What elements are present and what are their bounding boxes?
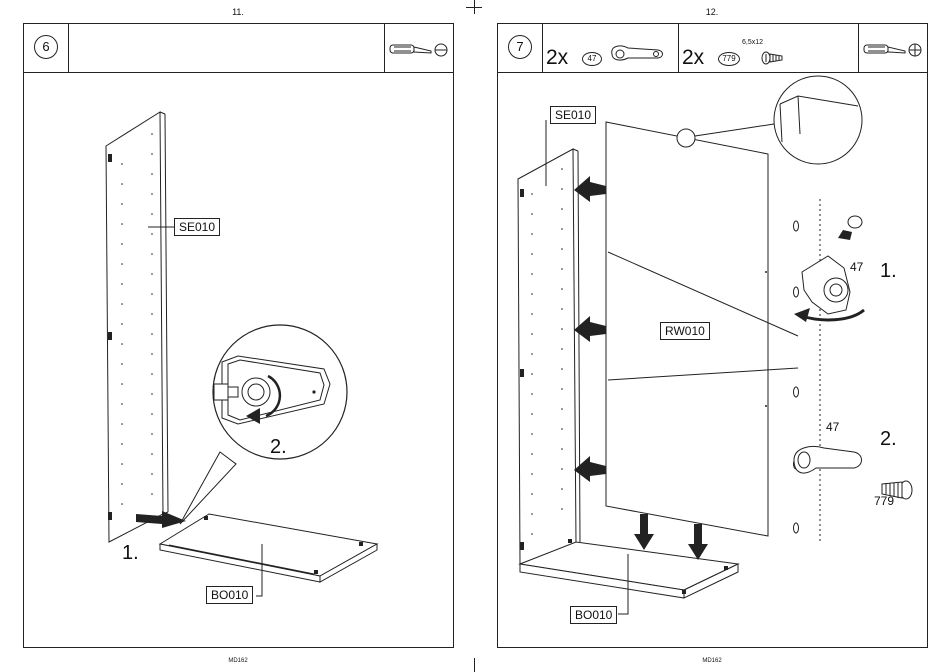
page-number-left: 11. — [218, 7, 258, 17]
page-number-right: 12. — [692, 7, 732, 17]
page-right-frame: 7 2x 47 2x 779 6,5x12 — [497, 23, 928, 648]
callout-1: 1. — [122, 542, 139, 565]
assembly-illustration-step6 — [24, 24, 455, 649]
callout-1: 1. — [880, 260, 897, 283]
label-bo010: BO010 — [570, 606, 617, 624]
callout-2: 2. — [270, 436, 287, 459]
part-number-screw: 779 — [874, 494, 894, 508]
label-se010: SE010 — [174, 218, 220, 236]
footer-left: MD162 — [218, 658, 258, 664]
label-se010: SE010 — [550, 106, 596, 124]
part-number-cam-bottom: 47 — [826, 420, 839, 434]
crop-mark-top-h — [466, 7, 482, 8]
callout-2: 2. — [880, 428, 897, 451]
page-left-frame: 6 — [23, 23, 454, 648]
part-number-cam-top: 47 — [850, 260, 863, 274]
footer-right: MD162 — [692, 658, 732, 664]
detail-magnifier — [180, 325, 347, 524]
label-rw010: RW010 — [660, 322, 710, 340]
cam-detail — [794, 199, 913, 544]
label-bo010: BO010 — [206, 586, 253, 604]
crop-mark-bottom — [474, 658, 475, 672]
